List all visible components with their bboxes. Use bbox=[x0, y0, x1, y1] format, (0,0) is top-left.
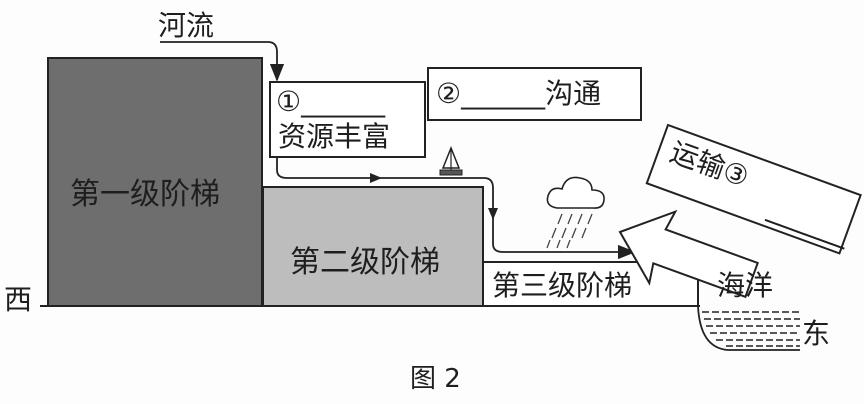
step-two-block bbox=[262, 186, 484, 307]
box-transport bbox=[645, 123, 862, 255]
box-communication-text: ②______沟通 bbox=[436, 77, 602, 110]
step-three-label: 第三级阶梯 bbox=[492, 269, 633, 302]
boat-icon bbox=[439, 145, 463, 176]
east-label: 东 bbox=[802, 317, 831, 350]
box-resources bbox=[269, 81, 426, 158]
ocean-graphic bbox=[697, 305, 800, 351]
river-inflow-arrow bbox=[160, 41, 285, 82]
rain-cloud-icon bbox=[546, 176, 605, 249]
box-resources-blank: ①______ bbox=[276, 85, 386, 118]
box-communication bbox=[427, 67, 642, 121]
west-label: 西 bbox=[4, 283, 33, 316]
river-label: 河流 bbox=[158, 9, 215, 42]
river-flow-path bbox=[276, 157, 636, 260]
big-arrow-icon bbox=[618, 209, 759, 299]
figure-caption: 图 2 bbox=[410, 364, 461, 394]
box-resources-text: 资源丰富 bbox=[278, 120, 391, 153]
ocean-label: 海洋 bbox=[717, 269, 774, 302]
step-one-block bbox=[47, 57, 263, 307]
step-one-label: 第一级阶梯 bbox=[70, 177, 220, 212]
river-arrow-mid-1 bbox=[370, 173, 382, 183]
river-arrow-mid-2 bbox=[488, 208, 498, 220]
step-two-label: 第二级阶梯 bbox=[290, 245, 440, 280]
